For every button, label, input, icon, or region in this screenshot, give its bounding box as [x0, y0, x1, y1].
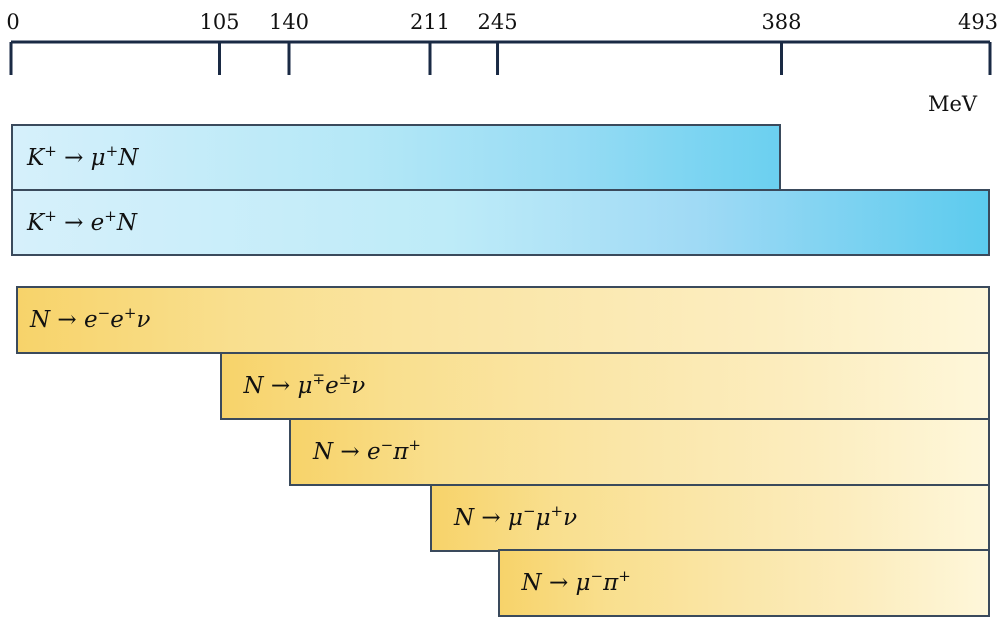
production-bar-k-e: K+ → e+N: [11, 189, 990, 256]
decay-bar-e-pi: N → e−π+: [289, 418, 990, 486]
axis-tick-label: 211: [409, 10, 451, 34]
production-bar-k-mu: K+ → μ+N: [11, 124, 782, 191]
decay-bar-ee-nu: N → e−e+ν: [16, 286, 990, 354]
axis-unit-label: MeV: [928, 92, 978, 116]
axis-tick-label: 140: [268, 10, 310, 34]
decay-label: N → μ−π+: [521, 567, 631, 597]
axis-tick-label: 493: [957, 10, 999, 34]
decay-label: N → μ−μ+ν: [454, 502, 578, 532]
axis-tick-label: 388: [761, 10, 802, 34]
decay-bar-mu-mu-nu: N → μ−μ+ν: [430, 484, 990, 552]
decay-bar-mu-pi: N → μ−π+: [497, 549, 990, 617]
decay-label: N → e−e+ν: [30, 304, 151, 334]
decay-label: N → μ∓e±ν: [243, 370, 366, 400]
axis-tick-label: 245: [477, 10, 518, 34]
production-label: K+ → e+N: [27, 206, 137, 236]
energy-axis: [9, 40, 992, 75]
axis-tick-label: 105: [199, 10, 240, 34]
decay-bar-mu-e-nu: N → μ∓e±ν: [219, 352, 990, 420]
production-label: K+ → μ+N: [27, 141, 139, 171]
decay-label: N → e−π+: [313, 436, 421, 466]
axis-tick-label: 0: [6, 10, 20, 34]
